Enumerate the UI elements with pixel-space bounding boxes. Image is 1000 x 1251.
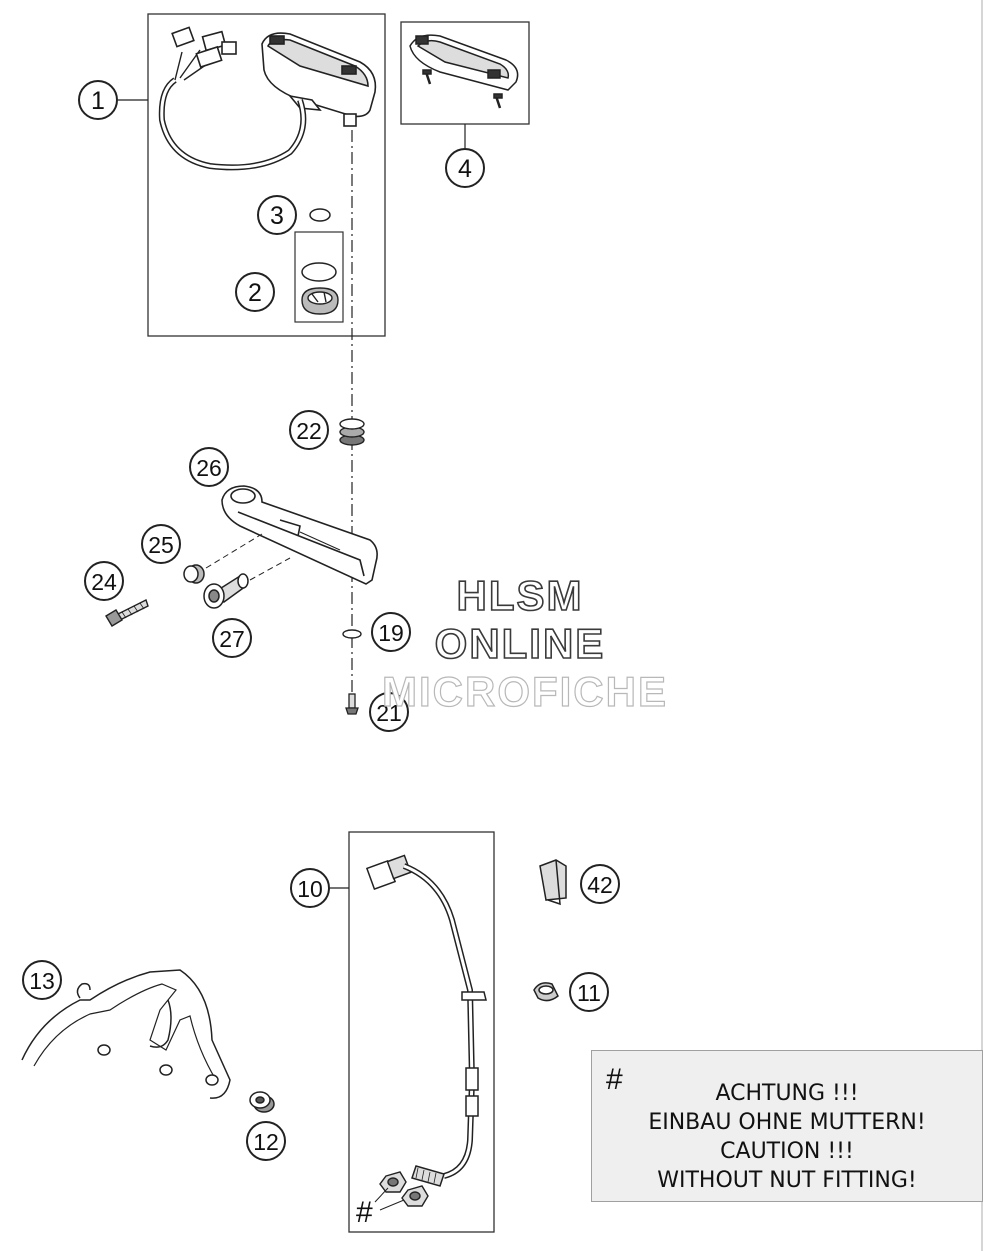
callout-24: 24 <box>91 569 117 595</box>
callout-25: 25 <box>148 532 174 558</box>
part-4-cover <box>409 34 519 109</box>
part-25-spacer <box>183 564 205 584</box>
callout-2: 2 <box>248 279 262 307</box>
callout-21: 21 <box>376 700 402 726</box>
group-box-10 <box>348 831 495 1233</box>
part-12-spacer <box>249 1091 275 1113</box>
note-line-2: EINBAU OHNE MUTTERN! <box>648 1110 926 1135</box>
callout-circle-22 <box>289 410 329 450</box>
callout-circle-11 <box>569 972 609 1012</box>
nut-leader-2 <box>379 1199 405 1211</box>
callout-circle-3 <box>257 195 297 235</box>
callout-circle-42 <box>580 864 620 904</box>
note-line-1: ACHTUNG !!! <box>715 1081 859 1106</box>
watermark-line-3: MICROFICHE <box>381 667 668 715</box>
part-21-screw <box>345 693 359 715</box>
watermark-line-2: ONLINE <box>434 619 606 668</box>
note-hash-marker: # <box>606 1063 623 1096</box>
callout-22: 22 <box>296 418 322 444</box>
callout-circle-19 <box>371 612 411 652</box>
callout-26: 26 <box>196 455 222 481</box>
callout-10: 10 <box>297 876 323 902</box>
part-3-cap <box>309 208 331 222</box>
callout-3: 3 <box>270 202 284 230</box>
callout-circle-27 <box>212 618 252 658</box>
sensor-nuts <box>379 1171 429 1207</box>
part-27-sleeve <box>203 573 249 609</box>
part-13-circlip <box>76 982 91 999</box>
callout-circle-21 <box>369 692 409 732</box>
note-text: ACHTUNG !!! EINBAU OHNE MUTTERN! CAUTION… <box>592 1079 982 1195</box>
note-line-4: WITHOUT NUT FITTING! <box>657 1168 917 1193</box>
part-2-oring <box>301 262 337 282</box>
sensor-hash-marker: # <box>356 1196 373 1229</box>
callout-circle-4 <box>445 148 485 188</box>
part-10-sensor <box>365 854 487 1187</box>
callout-27: 27 <box>219 626 245 652</box>
callout-12: 12 <box>253 1129 279 1155</box>
callout-1: 1 <box>91 87 105 115</box>
callout-circle-26 <box>189 447 229 487</box>
callout-13: 13 <box>29 968 55 994</box>
part-24-bolt <box>105 599 149 627</box>
guide-line-27 <box>249 557 291 581</box>
callout-circle-1 <box>78 80 118 120</box>
nut-leader-1 <box>374 1187 389 1203</box>
part-42-clip <box>539 859 567 906</box>
part-19-washer <box>342 629 362 639</box>
part-11-clamp <box>533 982 559 1002</box>
callout-circle-13 <box>22 960 62 1000</box>
part-2-box <box>294 231 344 323</box>
callout-circle-24 <box>84 561 124 601</box>
callout-circle-2 <box>235 272 275 312</box>
part-13-brake-disc <box>21 969 231 1099</box>
speedometer-part <box>158 26 377 171</box>
callout-11: 11 <box>577 980 601 1006</box>
callout-circle-12 <box>246 1121 286 1161</box>
callout-19: 19 <box>378 620 404 646</box>
part-22-grommet <box>339 418 365 446</box>
part-2-bushing <box>301 287 339 315</box>
group-box-1 <box>147 13 386 337</box>
part-26-bracket <box>221 485 378 585</box>
callout-42: 42 <box>587 872 613 898</box>
caution-note-box: # ACHTUNG !!! EINBAU OHNE MUTTERN! CAUTI… <box>591 1050 983 1202</box>
guide-line-25 <box>205 533 263 569</box>
callout-circle-25 <box>141 524 181 564</box>
watermark-line-1: HLSM <box>456 571 584 620</box>
callout-4: 4 <box>458 155 472 183</box>
callout-circle-10 <box>290 868 330 908</box>
note-line-3: CAUTION !!! <box>720 1139 854 1164</box>
